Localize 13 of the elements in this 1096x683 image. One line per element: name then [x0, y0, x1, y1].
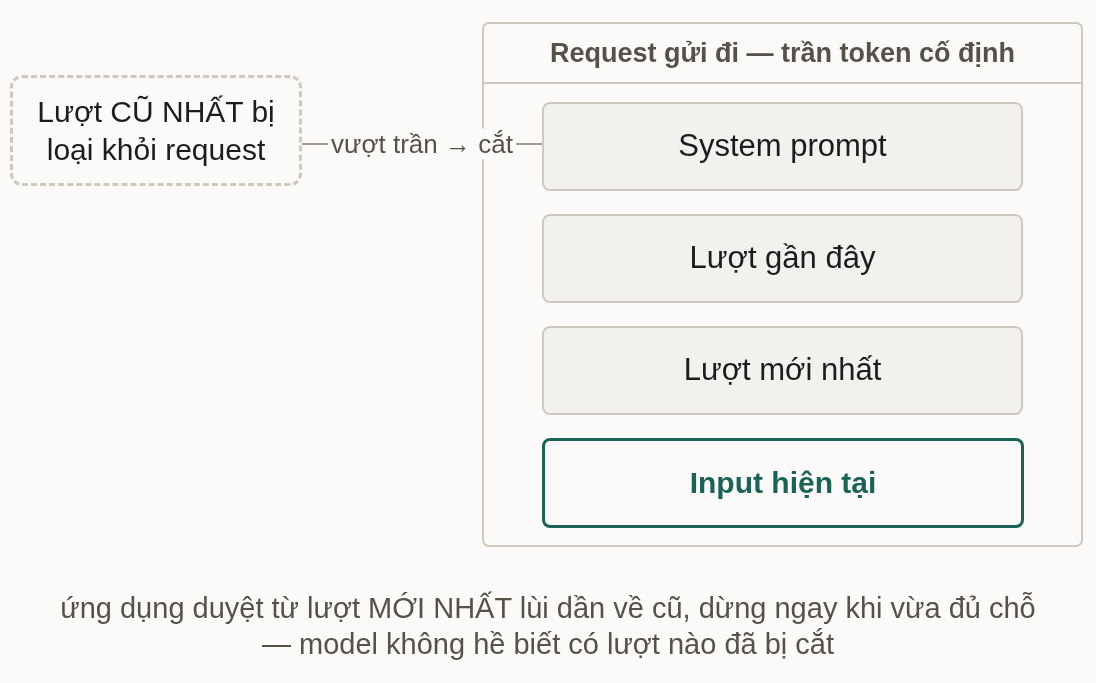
box-label: System prompt [678, 127, 887, 166]
process-box [542, 214, 1023, 303]
highlighted-box [542, 438, 1024, 528]
panel-header: Request gửi đi — trần token cố định [484, 24, 1081, 84]
box-label: Lượt mới nhất [683, 351, 882, 390]
dashed-box [10, 75, 302, 186]
box-label: Lượt gần đây [689, 239, 876, 278]
process-box [542, 102, 1023, 191]
caption: ứng dụng duyệt từ lượt MỚI NHẤT lùi dần về cũ, dừng ngay khi vừa đủ chỗ — model không hề biết có lượt nào đã bị cắt [59, 590, 1037, 662]
box-label: Lượt CŨ NHẤT bị loại khỏi request [36, 94, 276, 168]
process-box [542, 326, 1023, 415]
edge-label: vượt trần → cắt [328, 128, 516, 160]
box-label: Input hiện tại [689, 465, 877, 502]
